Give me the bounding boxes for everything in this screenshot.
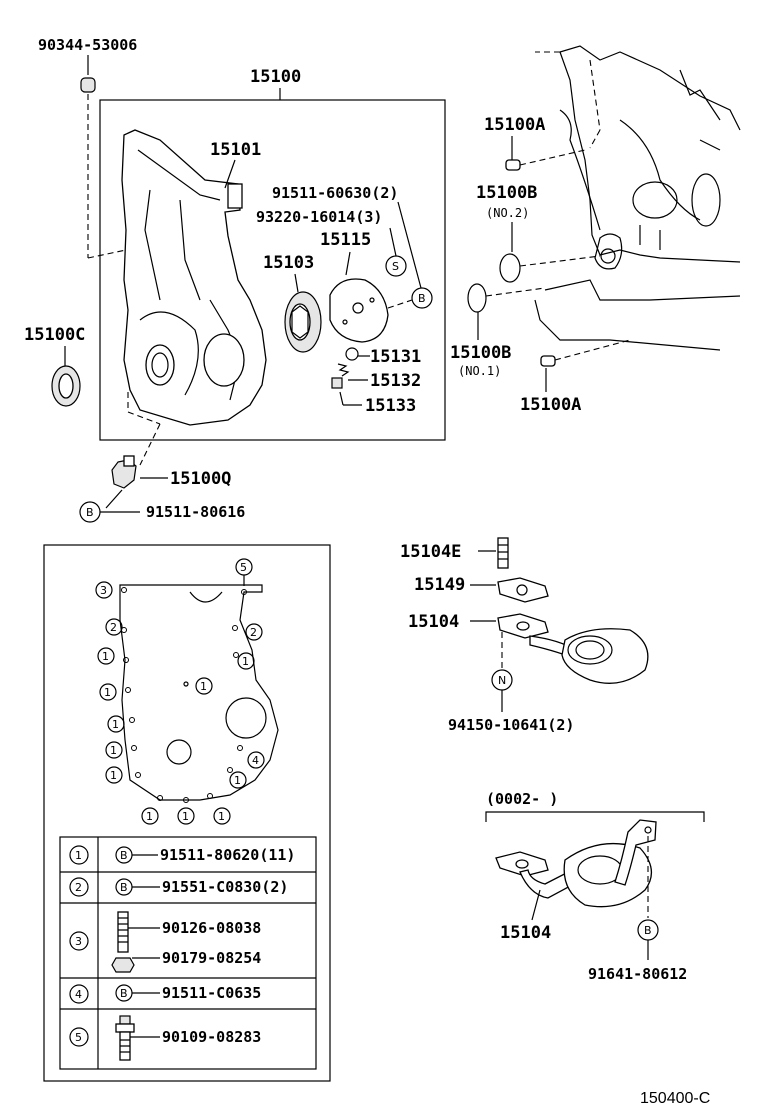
label-91641-80612: 91641-80612 xyxy=(588,965,687,983)
svg-text:4: 4 xyxy=(252,754,259,767)
label-15104-bottom: 15104 xyxy=(500,923,551,943)
oil-strainer-later-icon xyxy=(495,819,657,908)
marker-b-text: B xyxy=(86,506,94,519)
label-15101: 15101 xyxy=(210,140,261,160)
gasket-15149-icon xyxy=(497,577,549,603)
svg-text:B: B xyxy=(120,987,128,1000)
label-15100A-top: 15100A xyxy=(484,115,545,135)
legend-part-2: 91551-C0830(2) xyxy=(162,878,288,896)
assembly-15100-frame xyxy=(99,99,446,441)
svg-text:1: 1 xyxy=(110,769,117,782)
label-91511-80616: 91511-80616 xyxy=(146,503,245,521)
label-15100B-no2: 15100B xyxy=(476,183,537,203)
svg-text:1: 1 xyxy=(104,686,111,699)
label-15100C: 15100C xyxy=(24,325,85,345)
svg-text:5: 5 xyxy=(240,561,247,574)
legend-row-2: 2 B 91551-C0830(2) xyxy=(69,877,288,897)
marker-n-text: N xyxy=(498,674,506,687)
marker-s-icon xyxy=(385,255,407,277)
dowel-pin-icon xyxy=(540,355,556,367)
label-date-range: (0002- ) xyxy=(486,790,558,808)
svg-text:1: 1 xyxy=(102,650,109,663)
stud-bolt-icon xyxy=(115,1015,135,1061)
svg-text:2: 2 xyxy=(110,621,117,634)
label-15131: 15131 xyxy=(370,347,421,367)
legend-part-3b: 90179-08254 xyxy=(162,949,261,967)
marker-b-text: B xyxy=(644,924,652,937)
svg-text:2: 2 xyxy=(250,626,257,639)
bolt-legend-table xyxy=(59,836,317,1070)
legend-part-1: 91511-80620(11) xyxy=(160,846,295,864)
oil-pump-plate-icon xyxy=(329,278,389,343)
label-15104-top: 15104 xyxy=(408,612,459,632)
legend-part-5: 90109-08283 xyxy=(162,1028,261,1046)
svg-text:1: 1 xyxy=(110,744,117,757)
svg-text:B: B xyxy=(120,849,128,862)
svg-text:4: 4 xyxy=(75,988,82,1001)
label-15133: 15133 xyxy=(365,396,416,416)
svg-text:1: 1 xyxy=(182,810,189,823)
label-no1: (NO.1) xyxy=(458,364,501,378)
nut-icon xyxy=(111,957,135,973)
bolt-position-markers: 5 3 2 2 1 1 1 1 1 1 4 1 1 1 1 1 xyxy=(95,558,265,825)
cylinder-block-icon xyxy=(534,45,741,351)
label-15132: 15132 xyxy=(370,371,421,391)
stud-bolt-icon xyxy=(117,911,129,953)
legend-row-5: 5 90109-08283 xyxy=(69,1015,261,1061)
timing-chain-cover-icon xyxy=(121,129,267,426)
label-90344: 90344-53006 xyxy=(38,36,137,54)
legend-part-3a: 90126-08038 xyxy=(162,919,261,937)
svg-text:1: 1 xyxy=(218,810,225,823)
dowel-pin-icon xyxy=(505,159,521,171)
o-ring-no1-icon xyxy=(467,283,487,313)
oil-pump-rotor-icon xyxy=(284,291,322,353)
figure-code: 150400-C xyxy=(640,1090,710,1107)
svg-text:B: B xyxy=(120,881,128,894)
svg-text:1: 1 xyxy=(242,655,249,668)
svg-text:1: 1 xyxy=(146,810,153,823)
label-15103: 15103 xyxy=(263,253,314,273)
relief-valve-icon xyxy=(331,347,359,389)
label-91511-60630: 91511-60630(2) xyxy=(272,184,398,202)
label-94150-10641: 94150-10641(2) xyxy=(448,716,574,734)
svg-text:1: 1 xyxy=(75,849,82,862)
o-ring-no2-icon xyxy=(499,253,521,283)
label-15100B-no1: 15100B xyxy=(450,343,511,363)
oil-pressure-switch-icon xyxy=(111,455,137,489)
svg-text:3: 3 xyxy=(75,935,82,948)
legend-part-4: 91511-C0635 xyxy=(162,984,261,1002)
oil-strainer-icon xyxy=(497,613,649,684)
legend-row-1: 1 B 91511-80620(11) xyxy=(69,845,295,865)
stud-15104E-icon xyxy=(497,537,509,569)
svg-text:1: 1 xyxy=(112,718,119,731)
svg-text:1: 1 xyxy=(234,774,241,787)
svg-text:2: 2 xyxy=(75,881,82,894)
legend-row-3: 3 90126-08038 90179-08254 xyxy=(69,911,261,973)
marker-b-text: B xyxy=(418,292,426,305)
label-15100: 15100 xyxy=(250,67,301,87)
plug-90344-icon xyxy=(80,77,96,93)
bolt-chart-panel xyxy=(43,544,331,1082)
label-15149: 15149 xyxy=(414,575,465,595)
label-15104E: 15104E xyxy=(400,542,461,562)
marker-b-icon xyxy=(411,287,433,309)
svg-text:3: 3 xyxy=(100,584,107,597)
label-15115: 15115 xyxy=(320,230,371,250)
label-93220-16014: 93220-16014(3) xyxy=(256,208,382,226)
cover-outline-icon xyxy=(119,584,279,803)
marker-s-text: S xyxy=(392,260,399,273)
legend-row-4: 4 B 91511-C0635 xyxy=(69,984,261,1004)
label-15100A-bottom: 15100A xyxy=(520,395,581,415)
oil-seal-icon xyxy=(51,365,81,407)
svg-text:5: 5 xyxy=(75,1031,82,1044)
label-15100Q: 15100Q xyxy=(170,469,231,489)
label-no2: (NO.2) xyxy=(486,206,529,220)
svg-text:1: 1 xyxy=(200,680,207,693)
